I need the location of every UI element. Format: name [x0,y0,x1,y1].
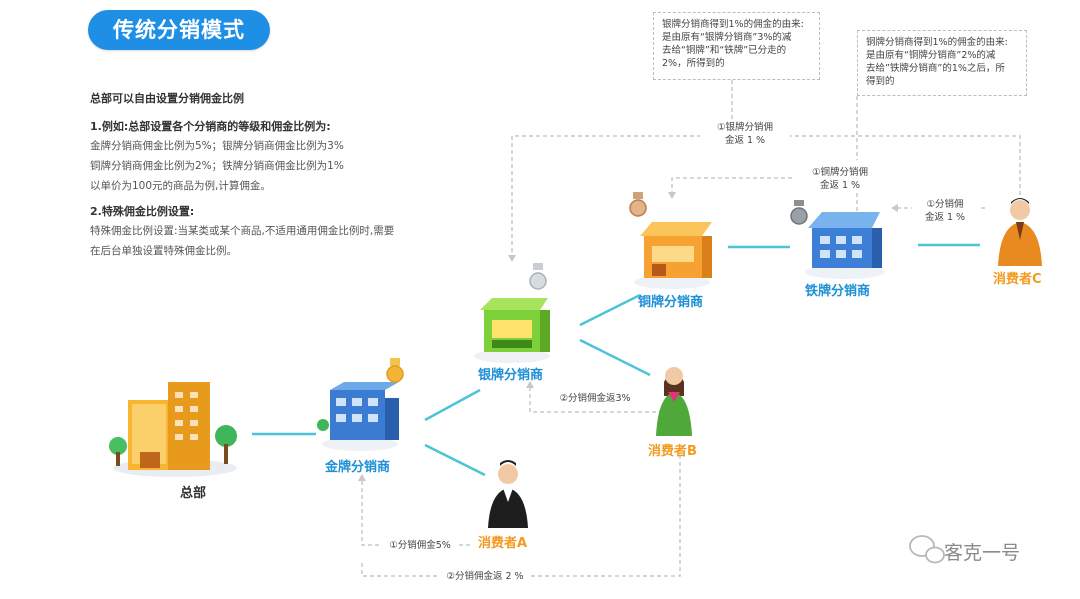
copper-note-line3: 去给”铁牌分销商”的1%之后，所 [866,63,1005,74]
flow-gold-a: ①分销佣金5% [382,539,458,552]
consumer-a-person-icon [488,460,528,528]
special-line2: 在后台单独设置特殊佣金比例。 [90,245,237,257]
copper-note-line4: 得到的 [866,76,895,87]
iron-building-icon [805,212,885,279]
flow-copper-line1: ①铜牌分销佣 [811,167,869,178]
label-consumer-a: 消费者A [478,536,528,551]
label-silver: 银牌分销商 [478,368,544,383]
example-line2: 铜牌分销商佣金比例为2%；铁牌分销商佣金比例为1% [90,160,344,172]
silver-note-box: 银牌分销商得到1%的佣金的由来: 是由原有“银牌分销商”3%的减 去给“铜牌”和… [653,12,820,80]
flow-bottom-gold: ②分销佣金返 2 % [440,570,530,583]
example-title: 1.例如:总部设置各个分销商的等级和佣金比例为: [90,120,331,133]
flow-copper: ①铜牌分销佣 金返 1 % [795,166,885,192]
consumer-c-person-icon [998,198,1042,266]
flow-copper-line2: 金返 1 % [819,180,861,191]
flow-top-silver-line1: ①银牌分销佣 [716,122,774,133]
silver-note-line4: 2%，所得到的 [662,58,725,69]
silver-note-line1: 银牌分销商得到1%的佣金的由来: [662,19,804,30]
wechat-icon [909,535,945,564]
hq-building-icon [109,382,237,477]
copper-medal-icon [629,192,647,217]
special-title: 2.特殊佣金比例设置: [90,205,195,218]
page-title: 传统分销模式 [88,10,270,50]
solid-connections [252,243,980,477]
special-line1: 特殊佣金比例设置:当某类或某个商品,不适用通用佣金比例时,需要 [90,225,395,237]
flow-iron: ①分销佣 金返 1 % [912,198,978,224]
label-copper: 铜牌分销商 [638,295,704,310]
iron-medal-icon [790,200,808,225]
silver-note-line2: 是由原有“银牌分销商”3%的减 [662,32,792,43]
label-consumer-b: 消费者B [648,444,697,459]
gold-medal-icon [386,358,404,383]
dashed-flows [361,80,1021,577]
consumer-b-person-icon [656,367,692,436]
flow-iron-line2: 金返 1 % [924,212,966,223]
copper-note-box: 铜牌分销商得到1%的佣金的由来: 是由原有“铜牌分销商”2%的减 去给”铁牌分销… [857,30,1027,96]
silver-medal-icon [529,263,547,290]
silver-shop-icon [474,298,550,363]
label-gold: 金牌分销商 [325,460,391,475]
flow-top-silver: ①银牌分销佣 金返 1 % [700,121,790,147]
label-iron: 铁牌分销商 [805,284,871,299]
example-line1: 金牌分销商佣金比例为5%；银牌分销商佣金比例为3% [90,140,344,152]
label-consumer-c: 消费者C [993,272,1042,287]
flow-iron-line1: ①分销佣 [926,199,964,210]
copper-shop-icon [634,222,712,289]
gold-building-icon [317,382,399,451]
label-hq: 总部 [180,486,207,501]
copper-note-line2: 是由原有“铜牌分销商”2%的减 [866,50,996,61]
flow-top-silver-line2: 金返 1 % [724,135,766,146]
arrow-heads [358,192,898,481]
flow-silver-b: ②分销佣金返3% [555,392,635,405]
example-line3: 以单价为100元的商品为例,计算佣金。 [90,180,271,192]
silver-note-line3: 去给“铜牌”和“铁牌”已分走的 [662,45,787,56]
left-heading: 总部可以自由设置分销佣金比例 [90,92,244,105]
watermark-text: 客克一号 [944,542,1021,564]
copper-note-line1: 铜牌分销商得到1%的佣金的由来: [866,37,1008,48]
